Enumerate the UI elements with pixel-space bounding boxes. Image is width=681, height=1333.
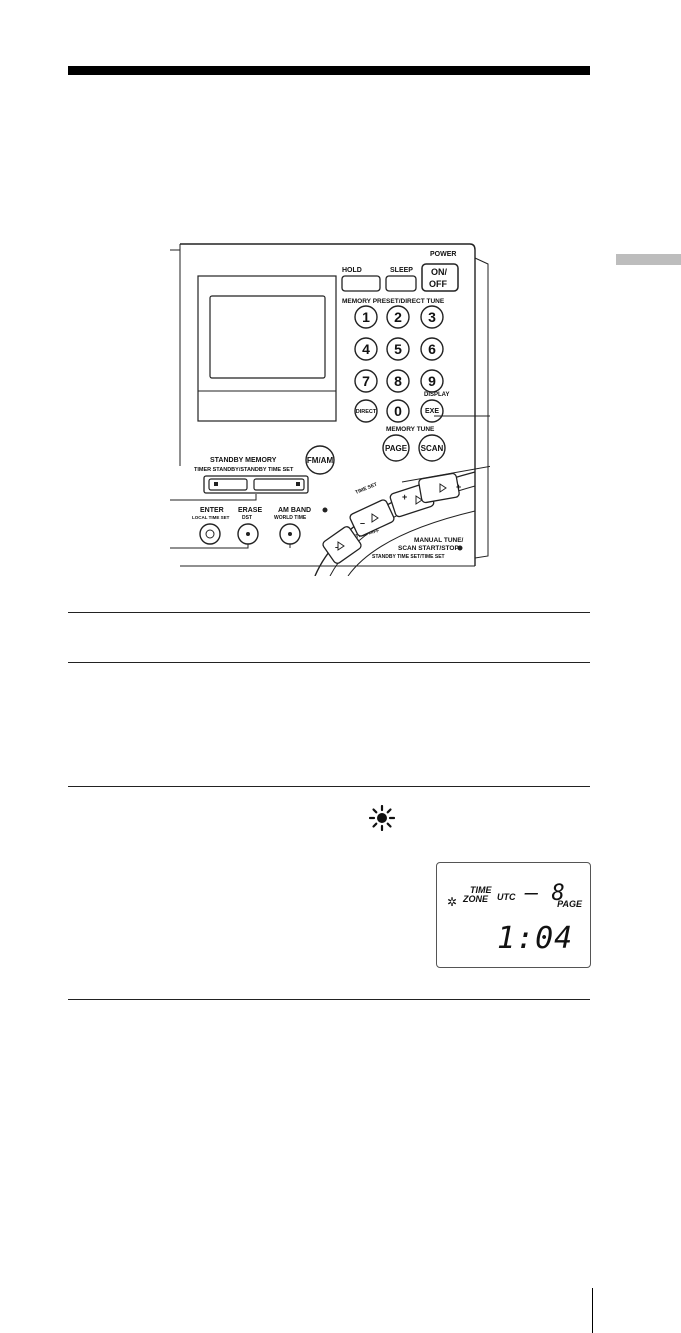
dst-label: DST bbox=[242, 515, 252, 521]
direct-button[interactable] bbox=[354, 399, 378, 423]
world-time-label: WORLD TIME bbox=[274, 515, 307, 521]
lcd-utc-label: UTC bbox=[497, 892, 516, 902]
local-time-set-label: LOCAL TIME SET bbox=[192, 515, 230, 520]
lcd-display: ✲ TIME ZONE UTC – 8 PAGE 1:04 bbox=[436, 862, 591, 968]
key-8-label: 8 bbox=[394, 373, 402, 389]
key-8[interactable] bbox=[386, 369, 410, 393]
time-zone-indicator: TIME ZONE bbox=[463, 886, 492, 904]
onoff-label-2: OFF bbox=[429, 279, 447, 289]
scan-label: SCAN bbox=[421, 444, 444, 453]
key-6[interactable] bbox=[420, 337, 444, 361]
key-4[interactable] bbox=[354, 337, 378, 361]
section-tab bbox=[616, 254, 681, 265]
key-6-label: 6 bbox=[428, 341, 436, 357]
key-2-label: 2 bbox=[394, 309, 402, 325]
tune-down-arrow-icon bbox=[371, 513, 379, 523]
section-divider bbox=[68, 662, 590, 663]
memory-preset-label: MEMORY PRESET/DIRECT TUNE bbox=[342, 298, 445, 305]
timer-standby-label: TIMER STANDBY/STANDBY TIME SET bbox=[194, 467, 294, 473]
direct-label: DIRECT bbox=[356, 409, 377, 415]
display-frame bbox=[197, 275, 337, 422]
sleep-button[interactable] bbox=[385, 275, 417, 292]
time-set-label: TIME SET bbox=[355, 482, 379, 496]
memory-tune-label: MEMORY TUNE bbox=[386, 426, 435, 433]
power-label: POWER bbox=[430, 251, 456, 258]
key-9[interactable] bbox=[420, 369, 444, 393]
scan-plus-label: + bbox=[456, 482, 461, 492]
key-4-label: 4 bbox=[362, 341, 370, 357]
lcd-utc-offset: – 8 bbox=[525, 881, 565, 906]
lcd-sun-icon: ✲ bbox=[447, 895, 458, 909]
keypad: 1 2 3 4 5 6 7 8 9 bbox=[354, 305, 444, 393]
key-0[interactable] bbox=[386, 399, 410, 423]
key-7[interactable] bbox=[354, 369, 378, 393]
am-band-label: AM BAND bbox=[278, 507, 311, 514]
tune-up-arrow-icon bbox=[415, 495, 423, 505]
key-5-label: 5 bbox=[394, 341, 402, 357]
hold-label: HOLD bbox=[342, 267, 362, 274]
scan-button[interactable] bbox=[418, 434, 446, 462]
standby-memory-button-2[interactable] bbox=[253, 478, 305, 491]
lcd-zone-label: ZONE bbox=[463, 894, 489, 904]
fmam-button[interactable] bbox=[305, 445, 335, 475]
section-divider bbox=[68, 612, 590, 613]
key-2[interactable] bbox=[386, 305, 410, 329]
sleep-label: SLEEP bbox=[390, 267, 413, 274]
display-label: DISPLAY bbox=[424, 392, 449, 398]
erase-label: ERASE bbox=[238, 507, 262, 514]
section-divider bbox=[68, 786, 590, 787]
tune-callout-line bbox=[401, 465, 490, 483]
scan-up-button[interactable] bbox=[418, 472, 460, 504]
enter-label: ENTER bbox=[200, 507, 224, 514]
fmam-label: FM/AM bbox=[307, 456, 334, 465]
tune-minus-label: – bbox=[360, 518, 365, 528]
scan-startstop-label: SCAN START/STOP bbox=[398, 545, 459, 552]
page-label: PAGE bbox=[385, 444, 408, 453]
standby-time-set-label: STANDBY TIME SET/TIME SET bbox=[372, 554, 445, 560]
key-0-label: 0 bbox=[394, 403, 402, 419]
lcd-page-label: PAGE bbox=[557, 899, 582, 909]
hold-switch[interactable] bbox=[341, 275, 381, 292]
tune-plus-label: + bbox=[402, 492, 407, 502]
standby-memory-label: STANDBY MEMORY bbox=[210, 457, 277, 464]
key-5[interactable] bbox=[386, 337, 410, 361]
section-divider bbox=[68, 999, 590, 1000]
standby-memory-button-1[interactable] bbox=[208, 478, 248, 491]
title-bar bbox=[68, 66, 590, 75]
exe-label: EXE bbox=[425, 408, 439, 415]
key-1[interactable] bbox=[354, 305, 378, 329]
scan-up-arrow-icon bbox=[439, 483, 447, 493]
page-edge-mark bbox=[592, 1288, 593, 1333]
onoff-button[interactable] bbox=[421, 263, 459, 292]
radio-control-panel: HOLD SLEEP POWER ON/ OFF MEMORY PRESET/D… bbox=[170, 243, 490, 576]
lcd-time-label: TIME bbox=[470, 885, 492, 895]
enter-button[interactable] bbox=[199, 523, 221, 545]
scan-down-arrow-icon bbox=[337, 541, 345, 551]
display-screen bbox=[209, 295, 326, 379]
onoff-label-1: ON/ bbox=[431, 267, 448, 277]
page-button[interactable] bbox=[382, 434, 410, 462]
sun-icon bbox=[369, 805, 395, 831]
manual-tune-label: MANUAL TUNE/ bbox=[414, 537, 464, 544]
lcd-time-value: 1:04 bbox=[497, 921, 574, 956]
key-3[interactable] bbox=[420, 305, 444, 329]
key-1-label: 1 bbox=[362, 309, 370, 325]
key-3-label: 3 bbox=[428, 309, 436, 325]
key-7-label: 7 bbox=[362, 373, 370, 389]
key-9-label: 9 bbox=[428, 373, 436, 389]
